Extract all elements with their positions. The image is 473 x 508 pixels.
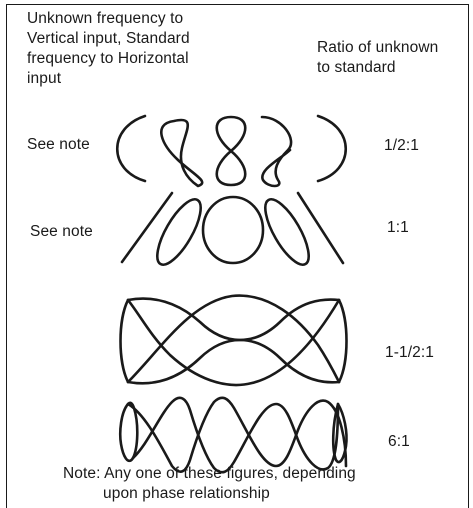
row-1-note: See note <box>27 136 90 153</box>
row-2-line-left <box>120 191 174 264</box>
row-1-right-paren-curve <box>316 114 347 183</box>
row-3-lissajous-a <box>126 297 341 342</box>
row-2-ratio: 1:1 <box>387 219 409 236</box>
row-2-note: See note <box>30 223 93 240</box>
row-3-lissajous-d <box>126 294 341 384</box>
row-2-ellipse-right <box>264 198 310 266</box>
row-1-figure-8-center <box>215 115 247 187</box>
footer-note-line-2: upon phase relationship <box>103 485 270 502</box>
header-left-line-4: input <box>27 70 62 87</box>
row-4-loop-left <box>118 401 139 463</box>
row-3-figures <box>119 294 348 387</box>
row-3-left-edge <box>119 298 130 384</box>
row-2-ellipse-left <box>156 198 202 266</box>
footer-note-line-1: Note: Any one of these figures, dependin… <box>63 465 356 482</box>
diagram-frame <box>6 4 469 508</box>
row-1-left-paren-curve <box>116 114 147 183</box>
row-3-lissajous-b <box>126 338 341 385</box>
row-3-ratio: 1-1/2:1 <box>385 344 434 361</box>
header-left-line-1: Unknown frequency to <box>27 10 184 27</box>
row-4-ratio: 6:1 <box>388 433 410 450</box>
header-right-line-2: to standard <box>317 59 396 76</box>
row-3-right-edge <box>337 298 348 384</box>
row-4-figures <box>118 396 348 474</box>
row-4-wave-1 <box>126 396 348 473</box>
row-1-ratio: 1/2:1 <box>384 137 419 154</box>
header-left-line-2: Vertical input, Standard <box>27 30 190 47</box>
row-4-wave-2 <box>131 396 340 474</box>
row-1-figures <box>116 114 347 188</box>
row-1-figure-8-right <box>260 115 293 188</box>
row-1-figure-8-left <box>160 118 204 188</box>
row-3-lissajous-c <box>126 298 341 387</box>
row-4-loop-right <box>331 402 348 464</box>
row-2-line-right <box>296 191 345 265</box>
row-2-circle <box>201 195 265 265</box>
header-right-line-1: Ratio of unknown <box>317 39 439 56</box>
row-2-figures <box>120 191 345 266</box>
header-left-line-3: frequency to Horizontal <box>27 50 189 67</box>
